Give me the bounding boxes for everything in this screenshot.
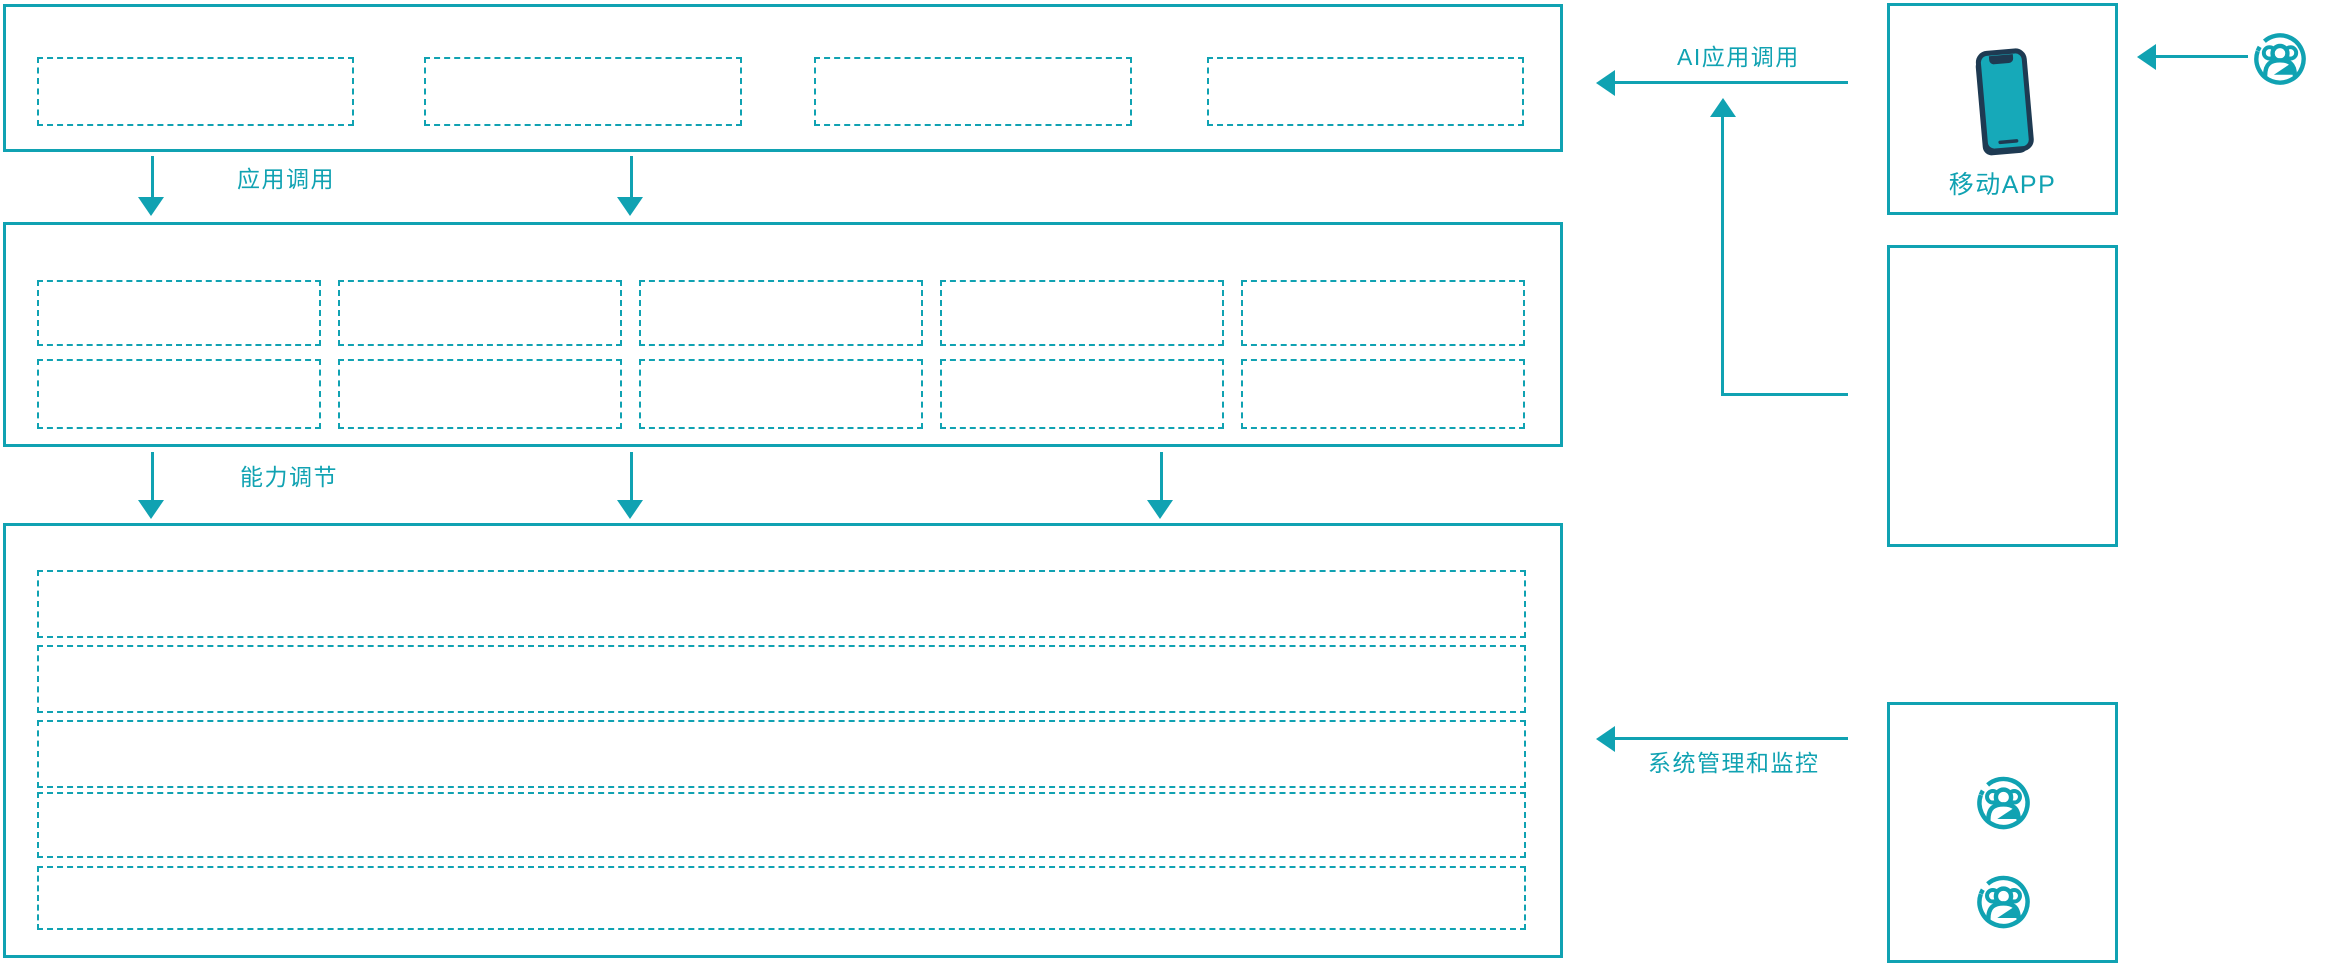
- admin-panel: [1887, 702, 2118, 963]
- label-ai-app-call: AI应用调用: [1677, 44, 1800, 70]
- middle-layer-placeholder-r2c3: [639, 359, 923, 429]
- down-arrow-head: [1147, 500, 1173, 519]
- middle-layer-placeholder-r1c1: [37, 280, 321, 346]
- down-arrow-line: [630, 156, 633, 198]
- elbow-arrow-vertical: [1721, 116, 1724, 396]
- bottom-layer-placeholder-2: [37, 645, 1526, 713]
- system-mgmt-arrow-line: [1615, 737, 1848, 740]
- bottom-layer-placeholder-5: [37, 866, 1526, 930]
- top-layer-placeholder-1: [37, 57, 354, 126]
- down-arrow-head: [617, 500, 643, 519]
- user-group-icon: [1977, 776, 2030, 830]
- middle-layer-placeholder-r2c2: [338, 359, 622, 429]
- middle-layer-placeholder-r2c4: [940, 359, 1224, 429]
- label-capability-adjust: 能力调节: [240, 464, 338, 490]
- user-arrow-head: [2137, 44, 2156, 70]
- label-mobile-app: 移动APP: [1948, 171, 2057, 199]
- down-arrow-head: [617, 197, 643, 216]
- user-group-icon: [1977, 875, 2030, 929]
- down-arrow-line: [630, 452, 633, 501]
- ai-call-arrow-head: [1596, 70, 1615, 96]
- elbow-arrow-head: [1710, 98, 1736, 117]
- down-arrow-line: [151, 452, 154, 501]
- top-layer-box: [3, 4, 1563, 152]
- top-layer-placeholder-4: [1207, 57, 1524, 126]
- middle-layer-placeholder-r1c3: [639, 280, 923, 346]
- down-arrow-line: [151, 156, 154, 198]
- user-group-icon: [2254, 33, 2306, 85]
- bottom-layer-placeholder-4: [37, 792, 1526, 858]
- middle-layer-placeholder-r1c5: [1241, 280, 1525, 346]
- system-mgmt-arrow-head: [1596, 726, 1615, 752]
- services-panel: [1887, 245, 2118, 547]
- bottom-layer-placeholder-1: [37, 570, 1526, 638]
- middle-layer-placeholder-r2c5: [1241, 359, 1525, 429]
- smartphone-icon: [1975, 48, 2034, 156]
- user-arrow-line: [2155, 55, 2248, 58]
- ai-call-arrow-line: [1615, 81, 1848, 84]
- top-layer-placeholder-3: [814, 57, 1132, 126]
- middle-layer-placeholder-r1c2: [338, 280, 622, 346]
- label-app-call: 应用调用: [237, 166, 335, 192]
- elbow-arrow-horizontal: [1721, 393, 1848, 396]
- middle-layer-placeholder-r1c4: [940, 280, 1224, 346]
- middle-layer-placeholder-r2c1: [37, 359, 321, 429]
- down-arrow-head: [138, 197, 164, 216]
- label-system-management: 系统管理和监控: [1648, 750, 1820, 776]
- top-layer-placeholder-2: [424, 57, 742, 126]
- middle-layer-box: [3, 222, 1563, 447]
- down-arrow-line: [1160, 452, 1163, 501]
- bottom-layer-placeholder-3: [37, 720, 1526, 788]
- down-arrow-head: [138, 500, 164, 519]
- bottom-layer-box: [3, 523, 1563, 958]
